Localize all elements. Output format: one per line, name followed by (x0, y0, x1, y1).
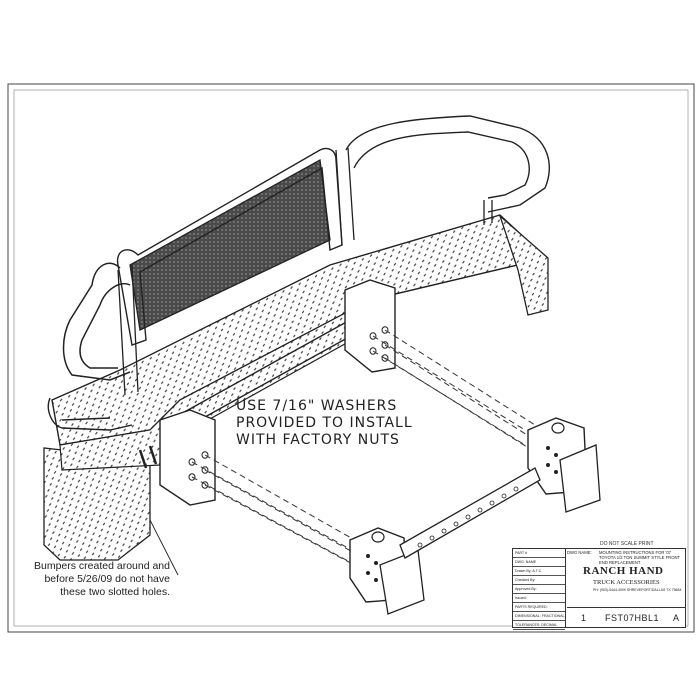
slot-note-line2: before 5/26/09 do not have (44, 573, 170, 585)
slot-note-line3: these two slotted holes. (60, 586, 170, 598)
install-note: USE 7/16" WASHERS PROVIDED TO INSTALL WI… (236, 398, 413, 449)
field-approved-by: Approved By: (513, 585, 565, 594)
right-post (335, 147, 355, 246)
slotted-holes (138, 445, 158, 469)
right-frame-holes (546, 446, 558, 474)
drawing-instructions: MOUNTING INSTRUCTIONS FOR '07 TOYOTA 1/2… (599, 550, 680, 565)
left-frame-holes (366, 554, 378, 582)
grille-mesh (129, 158, 331, 331)
slot-note-leader (149, 468, 179, 576)
title-block-fields: PART # DWG. NAME Drawn By: A.T.C. Checke… (513, 549, 566, 630)
left-tube-lower (47, 397, 133, 431)
right-end-cap (498, 213, 549, 316)
install-note-line2: PROVIDED TO INSTALL (236, 415, 413, 431)
title-block: PART # DWG. NAME Drawn By: A.T.C. Checke… (512, 548, 686, 630)
company-address: PH: (903)-5444-4909 SHREVEPORT/DALLAS TX… (593, 588, 682, 592)
field-dwg-name: DWG. NAME (513, 558, 565, 567)
right-bumper-bracket (344, 279, 396, 373)
crossmember (399, 467, 541, 559)
grille-frame (116, 147, 343, 346)
field-issued: Issued: (513, 594, 565, 603)
right-stud-top (551, 422, 565, 434)
company-tagline: TRUCK ACCESSORIES (593, 579, 660, 586)
left-stud-top (371, 531, 385, 543)
drawing-border (7, 83, 695, 633)
install-note-line1: USE 7/16" WASHERS (236, 398, 398, 414)
field-tol-fractional: DIMENSIONAL: FRACTIONAL (513, 612, 565, 621)
crossmember-holes (417, 486, 519, 548)
drawn-by-value: A.T.C. (532, 569, 543, 573)
right-frame-rail (559, 444, 601, 513)
sheet-row: 1 FST07HBL1 A (567, 607, 685, 628)
left-post (117, 264, 139, 396)
do-not-scale-label: DO NOT SCALE PRINT (600, 541, 654, 547)
field-tol-decimal: TOLERANCES: DECIMAL (513, 621, 565, 630)
left-tube-loop-outer (62, 262, 131, 381)
field-checked-by: Checked By: (513, 576, 565, 585)
field-parts-required: PARTS REQUIRED: (513, 603, 565, 612)
slot-note-line1: Bumpers created around and (33, 560, 170, 572)
slot-note: Bumpers created around and before 5/26/0… (10, 560, 170, 599)
field-drawn-by: Drawn By: A.T.C. (513, 567, 565, 576)
company-logo: RANCH HAND (583, 565, 664, 577)
field-part: PART # (513, 549, 565, 558)
right-tube-loop (345, 115, 551, 213)
install-note-line3: WITH FACTORY NUTS (236, 432, 400, 448)
right-tube-end (483, 200, 493, 225)
part-number: FST07HBL1 (605, 613, 660, 623)
install-lines-left (191, 454, 361, 569)
left-bumper-bracket (159, 409, 216, 506)
sheet-number: 1 (581, 613, 587, 623)
dwg-label: DWG NAME: (567, 550, 592, 555)
revision: A (673, 613, 680, 623)
cross-tube (169, 319, 359, 433)
drawing-border-inner (13, 89, 689, 627)
